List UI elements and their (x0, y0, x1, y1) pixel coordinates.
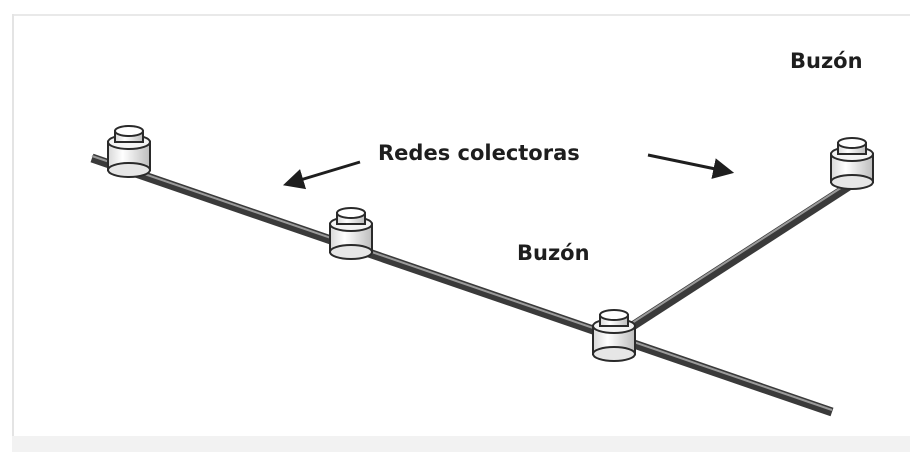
manhole-2 (329, 207, 373, 260)
frame-bottom-band (12, 436, 910, 452)
arrow-right (647, 153, 735, 179)
arrow-left (282, 160, 361, 190)
manhole-4 (830, 137, 874, 190)
manhole-label-top: Buzón (790, 49, 863, 73)
branch-pipe (611, 180, 855, 342)
frame-left-border (12, 14, 14, 452)
main-pipe (90, 153, 834, 417)
manhole-1 (107, 125, 151, 178)
frame-top-border (12, 14, 910, 16)
network-label: Redes colectoras (378, 141, 580, 165)
manhole-label-middle: Buzón (517, 241, 590, 265)
manhole-3-junction (592, 309, 636, 362)
